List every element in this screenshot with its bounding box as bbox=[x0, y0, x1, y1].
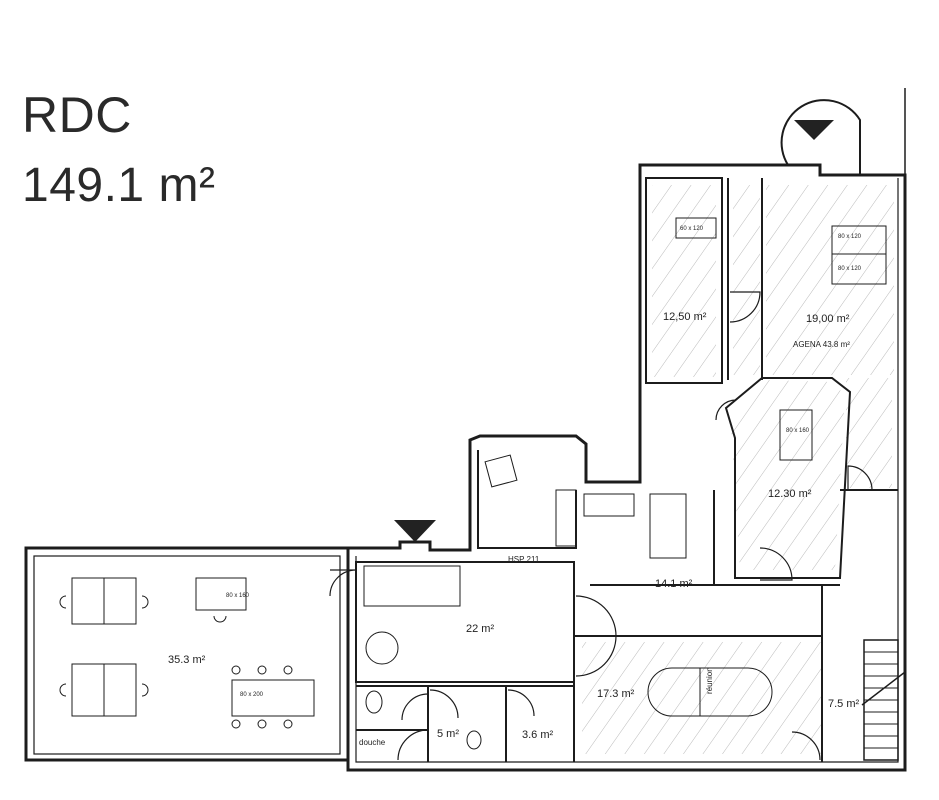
desk-label-35-long: 80 x 200 bbox=[240, 692, 264, 698]
floor-level-title: RDC bbox=[22, 87, 132, 143]
desk-label-12-30: 80 x 160 bbox=[786, 428, 810, 434]
room-c-area: 12.30 m² bbox=[768, 488, 812, 500]
desk-label-35-single: 80 x 160 bbox=[226, 593, 250, 599]
hatched-zones bbox=[582, 185, 894, 754]
room-a-area: 12,50 m² bbox=[663, 311, 707, 323]
furniture bbox=[59, 217, 887, 750]
desk-label-top-wing: 60 x 120 bbox=[680, 226, 704, 232]
stairs bbox=[861, 651, 906, 749]
desk-labels: 60 x 120 80 x 120 80 x 120 80 x 160 80 x… bbox=[226, 226, 862, 698]
desk-label-19-b: 80 x 120 bbox=[838, 266, 862, 272]
room-g-area: 17.3 m² bbox=[597, 688, 635, 700]
entrance-markers bbox=[394, 120, 834, 542]
room-b-note: AGENA 43.8 m² bbox=[793, 340, 850, 349]
total-area-title: 149.1 m² bbox=[22, 159, 216, 212]
room-j-area: 3.6 m² bbox=[522, 729, 554, 741]
room-b-area: 19,00 m² bbox=[806, 313, 850, 325]
doors bbox=[329, 291, 873, 761]
meeting-table-label: réunion bbox=[705, 667, 714, 694]
room-i-area: 5 m² bbox=[437, 728, 459, 740]
top-entrance-marker bbox=[794, 120, 834, 140]
desk-label-19-a: 80 x 120 bbox=[838, 234, 862, 240]
room-h-area: 7.5 m² bbox=[828, 698, 860, 710]
main-entrance-marker bbox=[394, 520, 436, 542]
douche-label: douche bbox=[359, 738, 386, 747]
room-d-area: 14.1 m² bbox=[655, 578, 693, 590]
room-f-area: 22 m² bbox=[466, 623, 494, 635]
room-e-area: 35.3 m² bbox=[168, 654, 206, 666]
room-labels: 12,50 m² 19,00 m² AGENA 43.8 m² 12.30 m²… bbox=[168, 311, 860, 747]
hsp-label: HSP 211 bbox=[508, 555, 540, 564]
